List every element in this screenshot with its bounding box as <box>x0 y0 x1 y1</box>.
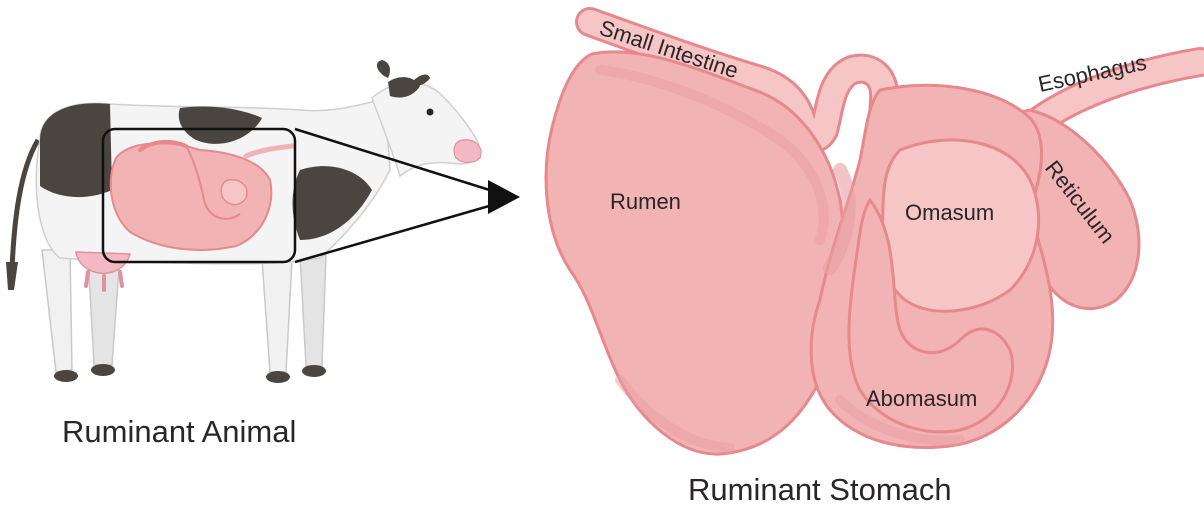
cow-front-leg <box>262 260 292 372</box>
arrowhead <box>488 180 520 214</box>
label-omasum: Omasum <box>905 200 994 225</box>
cow-muzzle <box>454 140 481 163</box>
caption-ruminant-stomach: Ruminant Stomach <box>688 472 952 507</box>
caption-ruminant-animal: Ruminant Animal <box>62 414 296 449</box>
cow-illustration <box>6 60 481 383</box>
cow-hind-leg <box>42 250 72 372</box>
label-abomasum: Abomasum <box>866 386 977 411</box>
cow-tail <box>12 140 38 270</box>
cow-spot <box>40 103 112 197</box>
omasum-chamber <box>882 140 1039 311</box>
cow-eye <box>427 109 434 116</box>
cow-ear <box>377 60 390 78</box>
label-rumen: Rumen <box>610 189 681 214</box>
